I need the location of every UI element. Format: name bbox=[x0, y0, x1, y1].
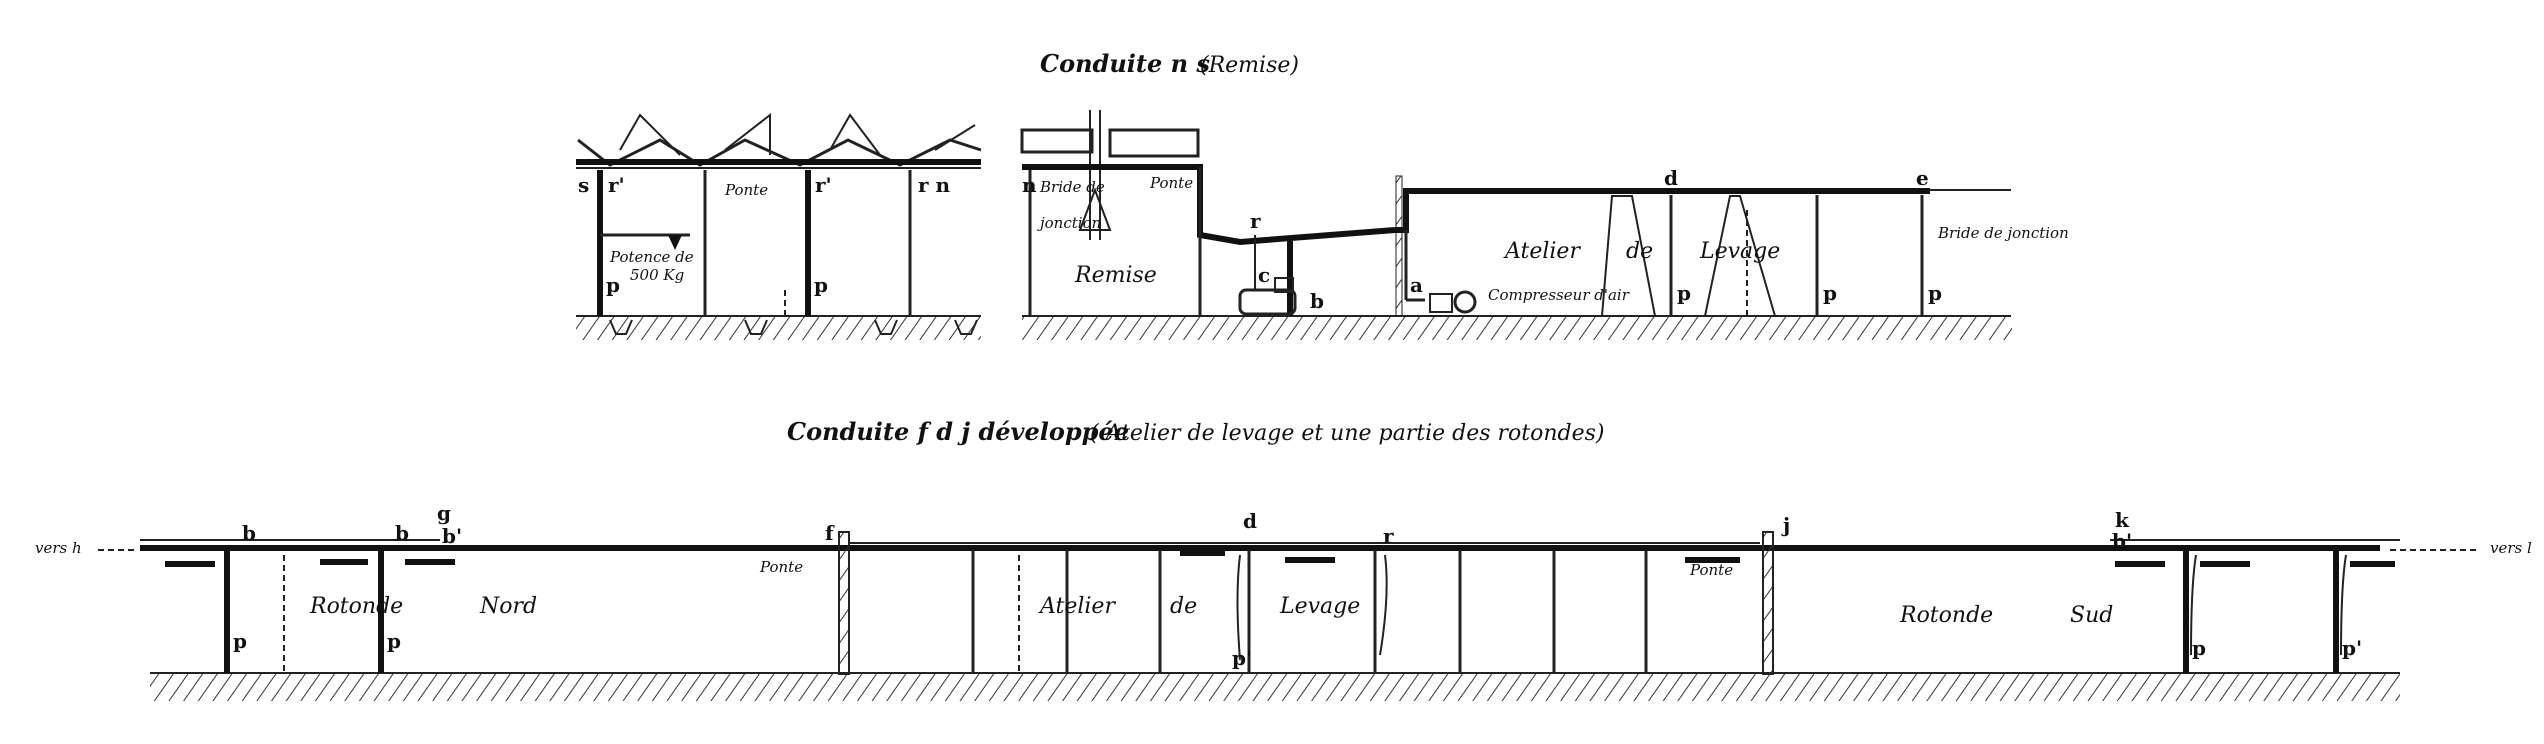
columns bbox=[224, 550, 2347, 673]
label-remise: Remise bbox=[1074, 263, 1157, 288]
label-atelier: Atelier bbox=[1503, 239, 1581, 264]
label-s: s bbox=[578, 173, 589, 197]
label-r-n: r n bbox=[918, 173, 951, 197]
label-b4: b' bbox=[2112, 529, 2132, 553]
label-de: de bbox=[1626, 239, 1653, 264]
label-compresseur: Compresseur d'air bbox=[1488, 286, 1630, 304]
label-bride-jonction-1b: jonction bbox=[1037, 214, 1101, 232]
lower-drawing: Conduite f d j développée ( Atelier de l… bbox=[35, 417, 2532, 701]
label-ponte-1: Ponte bbox=[724, 181, 768, 199]
label-ponte-2: Ponte bbox=[1689, 561, 1733, 579]
label-p1: p bbox=[233, 629, 247, 653]
label-c: c bbox=[1258, 263, 1270, 287]
label-p1: p bbox=[606, 273, 620, 297]
label-r: r bbox=[1250, 209, 1261, 233]
flow-arrows bbox=[165, 550, 2395, 567]
label-sud: Sud bbox=[2070, 603, 2113, 628]
upper-drawing: Conduite n s (Remise) s r' Ponte r' r n bbox=[576, 49, 2069, 340]
label-n: n bbox=[1022, 173, 1037, 197]
wall-f bbox=[838, 531, 850, 675]
label-r: r bbox=[1383, 524, 1394, 548]
label-levage: Levage bbox=[1279, 594, 1360, 619]
label-b2: b bbox=[395, 521, 409, 545]
label-ponte-1: Ponte bbox=[759, 558, 803, 576]
lower-title: Conduite f d j développée bbox=[787, 417, 1129, 446]
upper-subtitle: (Remise) bbox=[1200, 53, 1299, 78]
label-k: k bbox=[2115, 508, 2130, 532]
label-p3: p bbox=[1677, 281, 1691, 305]
label-atelier: Atelier bbox=[1038, 594, 1116, 619]
label-p2: p bbox=[387, 629, 401, 653]
label-j: j bbox=[1781, 513, 1790, 537]
label-vers-l: vers l bbox=[2490, 539, 2532, 557]
remise-and-atelier-section bbox=[1020, 110, 2012, 340]
label-p4: p bbox=[1823, 281, 1837, 305]
label-p2: p bbox=[814, 273, 828, 297]
remise-shed-section bbox=[576, 112, 982, 340]
label-b3: b' bbox=[442, 524, 462, 548]
label-bride-jonction-1: Bride de bbox=[1039, 178, 1105, 196]
label-rotonde-nord: Rotonde bbox=[309, 594, 403, 619]
wall-j bbox=[1762, 531, 1774, 675]
lower-subtitle: ( Atelier de levage et une partie des ro… bbox=[1090, 421, 1605, 446]
label-a: a bbox=[1410, 273, 1423, 297]
label-p4: p bbox=[2192, 636, 2206, 660]
label-r1: r' bbox=[608, 173, 625, 197]
label-p5: p' bbox=[2342, 636, 2362, 660]
label-e: e bbox=[1916, 166, 1929, 190]
label-b: b bbox=[1310, 289, 1324, 313]
label-f: f bbox=[825, 521, 835, 545]
label-ponte-2: Ponte bbox=[1149, 174, 1193, 192]
label-nord: Nord bbox=[479, 594, 537, 619]
label-r2: r' bbox=[815, 173, 832, 197]
label-p3: p' bbox=[1232, 646, 1252, 670]
label-levage: Levage bbox=[1699, 239, 1780, 264]
label-d: d bbox=[1664, 166, 1678, 190]
label-g: g bbox=[437, 501, 451, 525]
label-p5: p bbox=[1928, 281, 1942, 305]
label-rotonde-sud: Rotonde bbox=[1899, 603, 1993, 628]
label-vers-h: vers h bbox=[35, 539, 82, 557]
label-b1: b bbox=[242, 521, 256, 545]
upper-title: Conduite n s bbox=[1040, 49, 1210, 78]
label-potence-capacity: 500 Kg bbox=[630, 266, 684, 284]
label-de: de bbox=[1170, 594, 1197, 619]
label-potence: Potence de bbox=[609, 248, 694, 266]
label-bride-jonction-2: Bride de jonction bbox=[1937, 224, 2069, 242]
label-d: d bbox=[1243, 509, 1257, 533]
